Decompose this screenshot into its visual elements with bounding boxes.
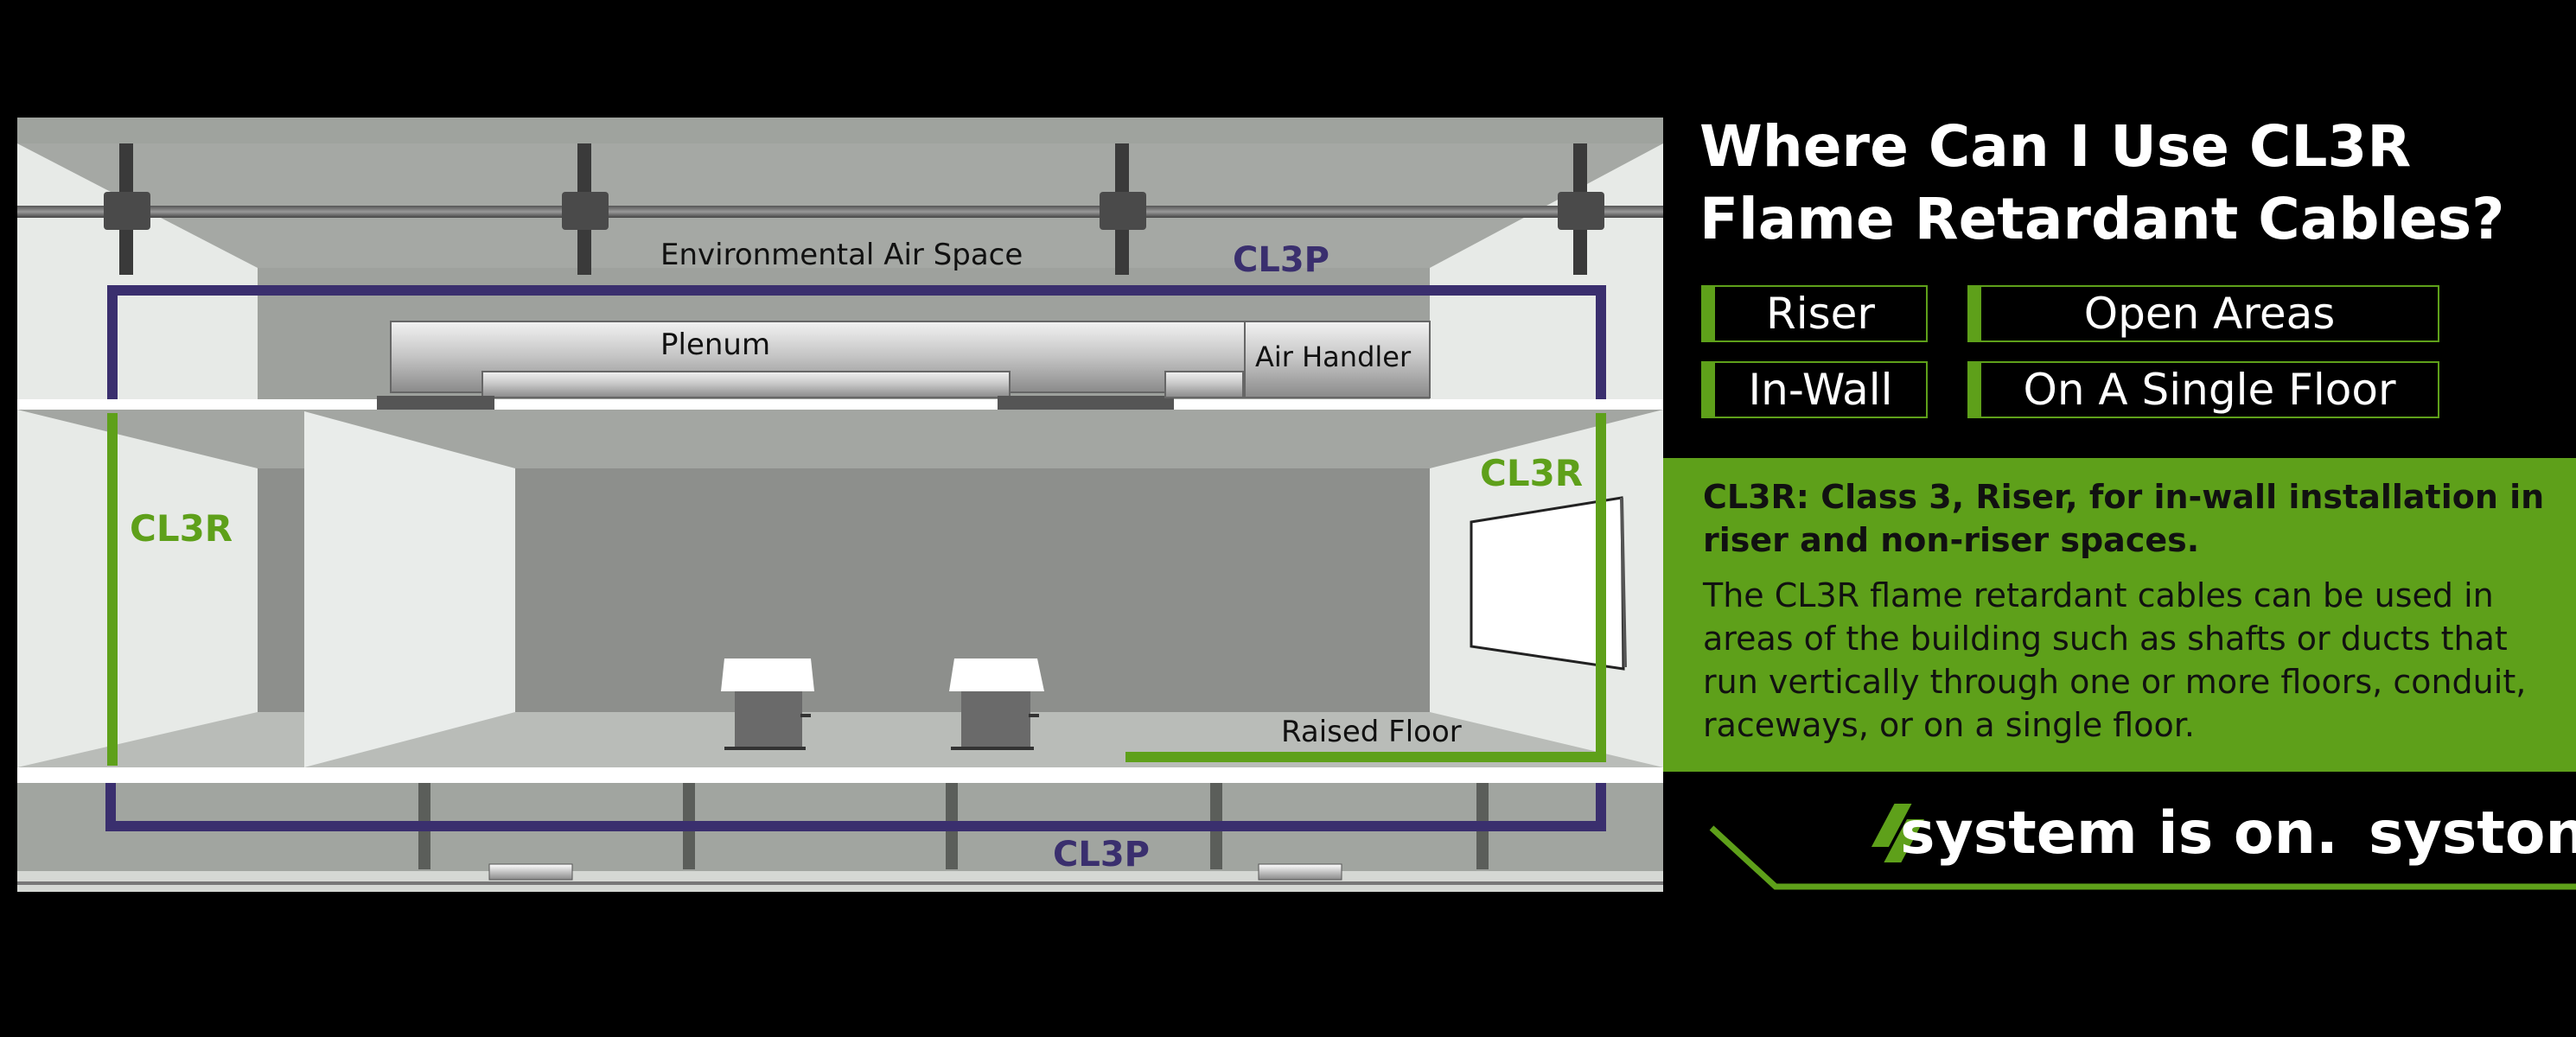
definition-body: The CL3R flame retardant cables can be u… <box>1703 576 2527 744</box>
wall-display <box>1470 496 1627 671</box>
air-handler <box>1244 321 1431 398</box>
use-tag-in-wall: In-Wall <box>1701 361 1928 418</box>
use-tag-label: On A Single Floor <box>2023 365 2396 415</box>
use-tag-label: Riser <box>1765 289 1875 339</box>
ceiling-hangers <box>17 143 1663 275</box>
headline: Where Can I Use CL3R Flame Retardant Cab… <box>1699 111 2564 256</box>
headline-line2: Flame Retardant Cables? <box>1699 186 2505 252</box>
use-tag-open-areas: Open Areas <box>1967 285 2439 342</box>
headline-line1: Where Can I Use CL3R <box>1699 113 2412 180</box>
cl3p-bottom-label: CL3P <box>1053 835 1150 875</box>
underfloor-supports <box>418 783 1489 881</box>
cl3p-plenum-cable <box>107 285 1606 399</box>
use-tag-single-floor: On A Single Floor <box>1967 361 2439 418</box>
use-tag-riser: Riser <box>1701 285 1928 342</box>
brand-name: syston <box>2369 799 2576 868</box>
brand-slogan: system is on. <box>1900 799 2338 868</box>
cl3r-right-label: CL3R <box>1480 452 1583 494</box>
use-tag-label: In-Wall <box>1748 365 1893 415</box>
cl3r-right-cable <box>1125 413 1606 762</box>
underfloor-section <box>17 783 1663 892</box>
plenum-label: Plenum <box>660 328 770 362</box>
raised-floor-label: Raised Floor <box>1281 715 1462 749</box>
floor-equipment <box>721 658 1044 750</box>
cl3r-left-label: CL3R <box>130 507 233 550</box>
use-tag-label: Open Areas <box>2083 289 2336 339</box>
syston-logo-icon <box>1871 804 1924 862</box>
cl3p-underfloor-cable <box>105 783 1606 831</box>
definition-title: CL3R: Class 3, Riser, for in-wall instal… <box>1703 478 2545 559</box>
air-handler-label: Air Handler <box>1255 340 1412 373</box>
environmental-air-space-label: Environmental Air Space <box>660 238 1023 272</box>
cl3p-top-label: CL3P <box>1233 240 1329 280</box>
room-section <box>17 410 1663 783</box>
brand-underline <box>1709 825 2576 890</box>
definition-panel: CL3R: Class 3, Riser, for in-wall instal… <box>1663 458 2576 772</box>
